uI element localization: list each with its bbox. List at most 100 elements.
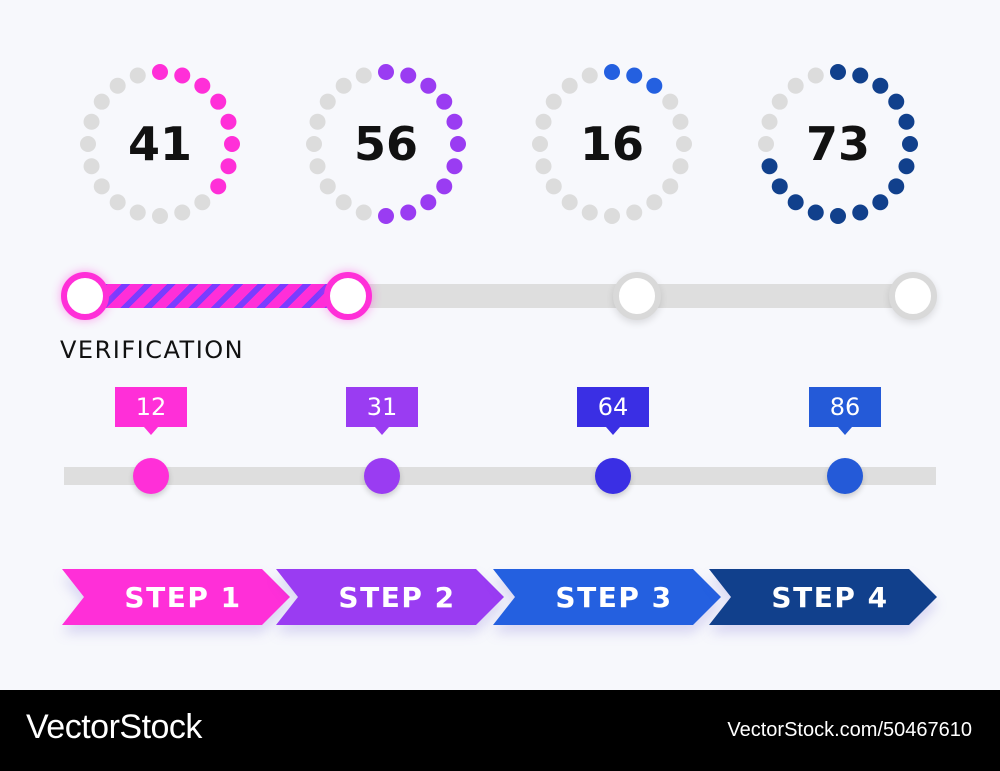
ring-dot	[888, 93, 905, 110]
ring-dots	[532, 64, 692, 224]
ring-dot	[872, 194, 889, 211]
step-label: STEP 2	[338, 580, 456, 614]
ring-dot	[309, 158, 326, 175]
ring-dot	[898, 113, 915, 130]
ring-dot	[319, 93, 336, 110]
ring-dot	[210, 178, 227, 195]
progress-ring: 16	[522, 54, 702, 234]
ring-dot	[672, 113, 689, 130]
slider-knob[interactable]	[595, 458, 631, 494]
slider-knob[interactable]	[827, 458, 863, 494]
ring-dot	[787, 77, 804, 94]
ring-dot	[787, 194, 804, 211]
progress-ring: 56	[296, 54, 476, 234]
step-1-chevron[interactable]: STEP 1	[62, 569, 290, 625]
verification-node[interactable]	[324, 272, 372, 320]
ring-dot	[109, 77, 126, 94]
ring-dot	[93, 178, 110, 195]
ring-dot	[852, 204, 869, 221]
ring-dot	[420, 77, 437, 94]
verification-progress-fill	[85, 284, 348, 308]
ring-dot	[902, 136, 918, 152]
step-label: STEP 4	[771, 580, 889, 614]
ring-dot	[420, 194, 437, 211]
ring-dot	[174, 67, 191, 84]
step-3-chevron[interactable]: STEP 3	[493, 569, 721, 625]
ring-dot	[561, 194, 578, 211]
ring-dot	[646, 194, 663, 211]
verification-node[interactable]	[613, 272, 661, 320]
slider-track	[64, 467, 936, 485]
ring-dot	[309, 113, 326, 130]
ring-dot	[152, 64, 168, 80]
ring-dot	[109, 194, 126, 211]
ring-dot	[220, 113, 237, 130]
ring-dot	[761, 113, 778, 130]
infographic-canvas: 41 56 16 73 VERIFICATION 12 31 64 86 STE…	[60, 54, 937, 625]
chevron-shape	[276, 569, 504, 625]
chevron-shape	[709, 569, 937, 625]
ring-dot	[194, 194, 211, 211]
progress-ring: 41	[70, 54, 250, 234]
ring-dot	[220, 158, 237, 175]
ring-dot	[761, 158, 778, 175]
ring-dot	[626, 204, 643, 221]
step-4-chevron[interactable]: STEP 4	[709, 569, 937, 625]
ring-dot	[355, 204, 372, 221]
ring-dot	[888, 178, 905, 195]
ring-dot	[758, 136, 774, 152]
ring-dot	[662, 93, 679, 110]
slider-knob[interactable]	[364, 458, 400, 494]
brand-logo: VectorStock	[26, 708, 202, 746]
verification-node[interactable]	[61, 272, 109, 320]
ring-dot	[152, 208, 168, 224]
step-2-chevron[interactable]: STEP 2	[276, 569, 504, 625]
ring-dot	[535, 158, 552, 175]
ring-dot	[436, 93, 453, 110]
ring-dot	[771, 93, 788, 110]
ring-value: 16	[579, 117, 644, 171]
ring-dot	[80, 136, 96, 152]
ring-dot	[129, 204, 146, 221]
ring-dot	[335, 194, 352, 211]
ring-value: 73	[805, 117, 870, 171]
watermark-footer: VectorStock VectorStock.com/50467610	[0, 690, 1000, 771]
ring-dot	[446, 113, 463, 130]
value-bubble: 64	[577, 387, 649, 435]
image-credit: VectorStock.com/50467610	[727, 719, 972, 741]
ring-dot	[545, 93, 562, 110]
ring-dot	[872, 77, 889, 94]
verification-node[interactable]	[889, 272, 937, 320]
chevron-shape	[493, 569, 721, 625]
ring-dot	[355, 67, 372, 84]
ring-dot	[830, 208, 846, 224]
ring-dot	[676, 136, 692, 152]
ring-dot	[210, 93, 227, 110]
ring-dot	[561, 77, 578, 94]
ring-dot	[335, 77, 352, 94]
ring-dot	[662, 178, 679, 195]
ring-dot	[646, 77, 663, 94]
ring-dot	[194, 77, 211, 94]
ring-dot	[224, 136, 240, 152]
ring-dot	[535, 113, 552, 130]
step-label: STEP 3	[555, 580, 673, 614]
ring-dot	[400, 67, 417, 84]
ring-dot	[581, 67, 598, 84]
value-bubble: 31	[346, 387, 418, 435]
ring-dot	[626, 67, 643, 84]
ring-dot	[450, 136, 466, 152]
slider-knob[interactable]	[133, 458, 169, 494]
ring-dot	[807, 204, 824, 221]
ring-dots	[80, 64, 240, 224]
verification-label: VERIFICATION	[60, 336, 245, 364]
ring-dot	[319, 178, 336, 195]
ring-dot	[898, 158, 915, 175]
ring-dot	[174, 204, 191, 221]
ring-dot	[830, 64, 846, 80]
ring-dot	[672, 158, 689, 175]
ring-dots	[306, 64, 466, 224]
progress-ring: 73	[748, 54, 928, 234]
ring-dot	[93, 93, 110, 110]
ring-dot	[436, 178, 453, 195]
